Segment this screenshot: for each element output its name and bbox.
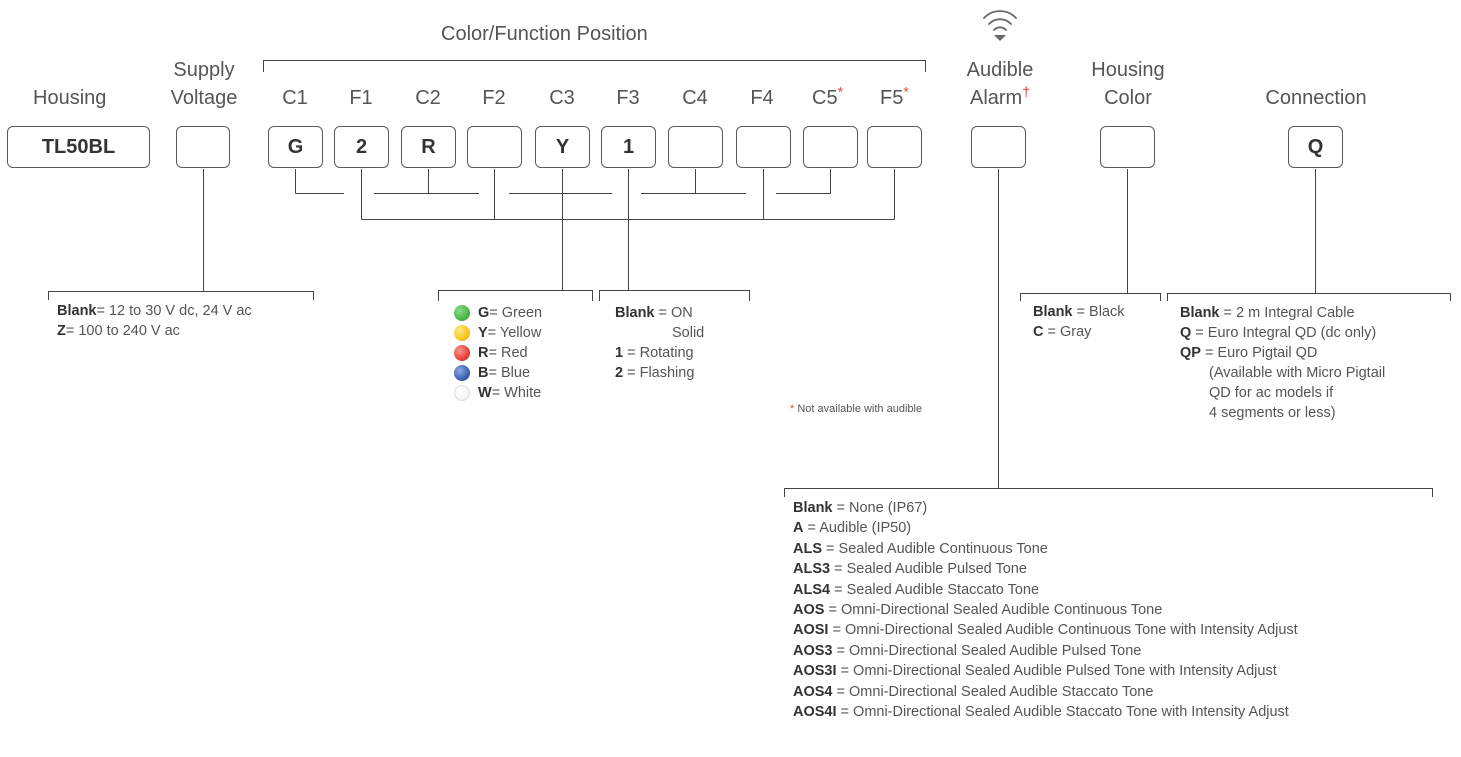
legend-row: Blank = 12 to 30 V dc, 24 V ac (57, 303, 252, 319)
legend-row-continuation: Solid (672, 325, 705, 341)
header-position-f3: F3 (616, 87, 640, 109)
header-color-function-position: Color/Function Position (441, 23, 648, 45)
white-dot-icon (454, 385, 470, 401)
header-position-c4: C4 (682, 87, 708, 109)
connection-box: Q (1288, 126, 1343, 168)
header-position-f2: F2 (482, 87, 506, 109)
legend-housing-color: Blank = Black C = Gray (1033, 303, 1124, 342)
legend-row: AOS3I = Omni-Directional Sealed Audible … (793, 663, 1277, 680)
legend-row: A = Audible (IP50) (793, 520, 912, 537)
header-position-f4: F4 (750, 87, 774, 109)
header-position-c2: C2 (415, 87, 441, 109)
legend-row: Q = Euro Integral QD (dc only) (1180, 325, 1377, 341)
legend-connection: Blank = 2 m Integral Cable Q = Euro Inte… (1180, 303, 1385, 423)
legend-row: AOS3 = Omni-Directional Sealed Audible P… (793, 642, 1142, 659)
legend-row: ALS3 = Sealed Audible Pulsed Tone (793, 561, 1027, 578)
legend-row: Z = 100 to 240 V ac (57, 322, 180, 339)
legend-row-continuation: QD for ac models if (1209, 385, 1334, 401)
header-housing-color-line1: Housing (1091, 59, 1165, 81)
position-box-f5 (867, 126, 922, 168)
position-box-f4 (736, 126, 791, 168)
legend-function: Blank = ON Solid 1 = Rotating 2 = Flashi… (615, 303, 704, 383)
position-box-c4 (668, 126, 723, 168)
header-audible-line2: Alarm† (969, 83, 1031, 109)
position-box-c3: Y (535, 126, 590, 168)
legend-row: Blank = ON (615, 305, 693, 321)
wifi-icon (983, 10, 1017, 41)
legend-row-white: W = White (454, 383, 542, 403)
legend-row: Blank = None (IP67) (793, 500, 928, 516)
blue-dot-icon (454, 365, 470, 381)
audible-alarm-box (971, 126, 1026, 168)
header-position-c1: C1 (282, 87, 308, 109)
legend-row: ALS4 = Sealed Audible Staccato Tone (793, 581, 1040, 598)
header-connection: Connection (1265, 87, 1367, 109)
legend-row-blue: B = Blue (454, 363, 542, 383)
legend-supply-voltage: Blank = 12 to 30 V dc, 24 V ac Z = 100 t… (57, 302, 252, 341)
position-box-f2 (467, 126, 522, 168)
position-box-c2: R (401, 126, 456, 168)
legend-row: 2 = Flashing (615, 365, 695, 381)
legend-row: AOS4I = Omni-Directional Sealed Audible … (793, 704, 1289, 721)
legend-row: QP = Euro Pigtail QD (1180, 345, 1318, 361)
header-audible-line1: Audible (966, 59, 1034, 81)
position-box-c1: G (268, 126, 323, 168)
legend-row: ALS = Sealed Audible Continuous Tone (793, 540, 1048, 557)
legend-row: Blank = Black (1033, 304, 1125, 320)
dagger-mark: † (1022, 83, 1031, 100)
header-position-f1: F1 (349, 87, 373, 109)
header-position-c3: C3 (549, 87, 575, 109)
header-supply-voltage-line2: Voltage (170, 87, 238, 109)
legend-colors: G = Green Y = Yellow R = Red B = Blue W … (454, 303, 542, 403)
legend-row: C = Gray (1033, 323, 1092, 340)
asterisk-mark: * (903, 83, 909, 100)
header-position-f5: F5* (880, 83, 909, 109)
housing-box: TL50BL (7, 126, 150, 168)
position-bracket (263, 60, 926, 72)
header-housing-color-line2: Color (1104, 87, 1152, 109)
legend-row: AOS4 = Omni-Directional Sealed Audible S… (793, 683, 1154, 700)
position-box-c5 (803, 126, 858, 168)
header-housing: Housing (33, 87, 107, 109)
legend-row: AOS = Omni-Directional Sealed Audible Co… (793, 602, 1163, 619)
header-position-c5: C5* (812, 83, 844, 109)
footnote: * Not available with audible (790, 403, 923, 415)
legend-row-continuation: (Available with Micro Pigtail (1209, 365, 1386, 381)
housing-color-box (1100, 126, 1155, 168)
legend-row: AOSI = Omni-Directional Sealed Audible C… (793, 622, 1298, 639)
green-dot-icon (454, 305, 470, 321)
position-box-f1: 2 (334, 126, 389, 168)
position-box-f3: 1 (601, 126, 656, 168)
yellow-dot-icon (454, 325, 470, 341)
red-dot-icon (454, 345, 470, 361)
legend-row: Blank = 2 m Integral Cable (1180, 305, 1355, 321)
legend-row: 1 = Rotating (615, 345, 694, 361)
legend-row-yellow: Y = Yellow (454, 323, 542, 343)
legend-row-continuation: 4 segments or less) (1209, 405, 1336, 421)
supply-voltage-box (176, 126, 230, 168)
asterisk-mark: * (837, 83, 844, 100)
header-supply-voltage-line1: Supply (173, 59, 235, 81)
legend-row-red: R = Red (454, 343, 542, 363)
legend-row-green: G = Green (454, 303, 542, 323)
legend-audible-alarm: Blank = None (IP67) A = Audible (IP50) A… (793, 498, 1298, 722)
